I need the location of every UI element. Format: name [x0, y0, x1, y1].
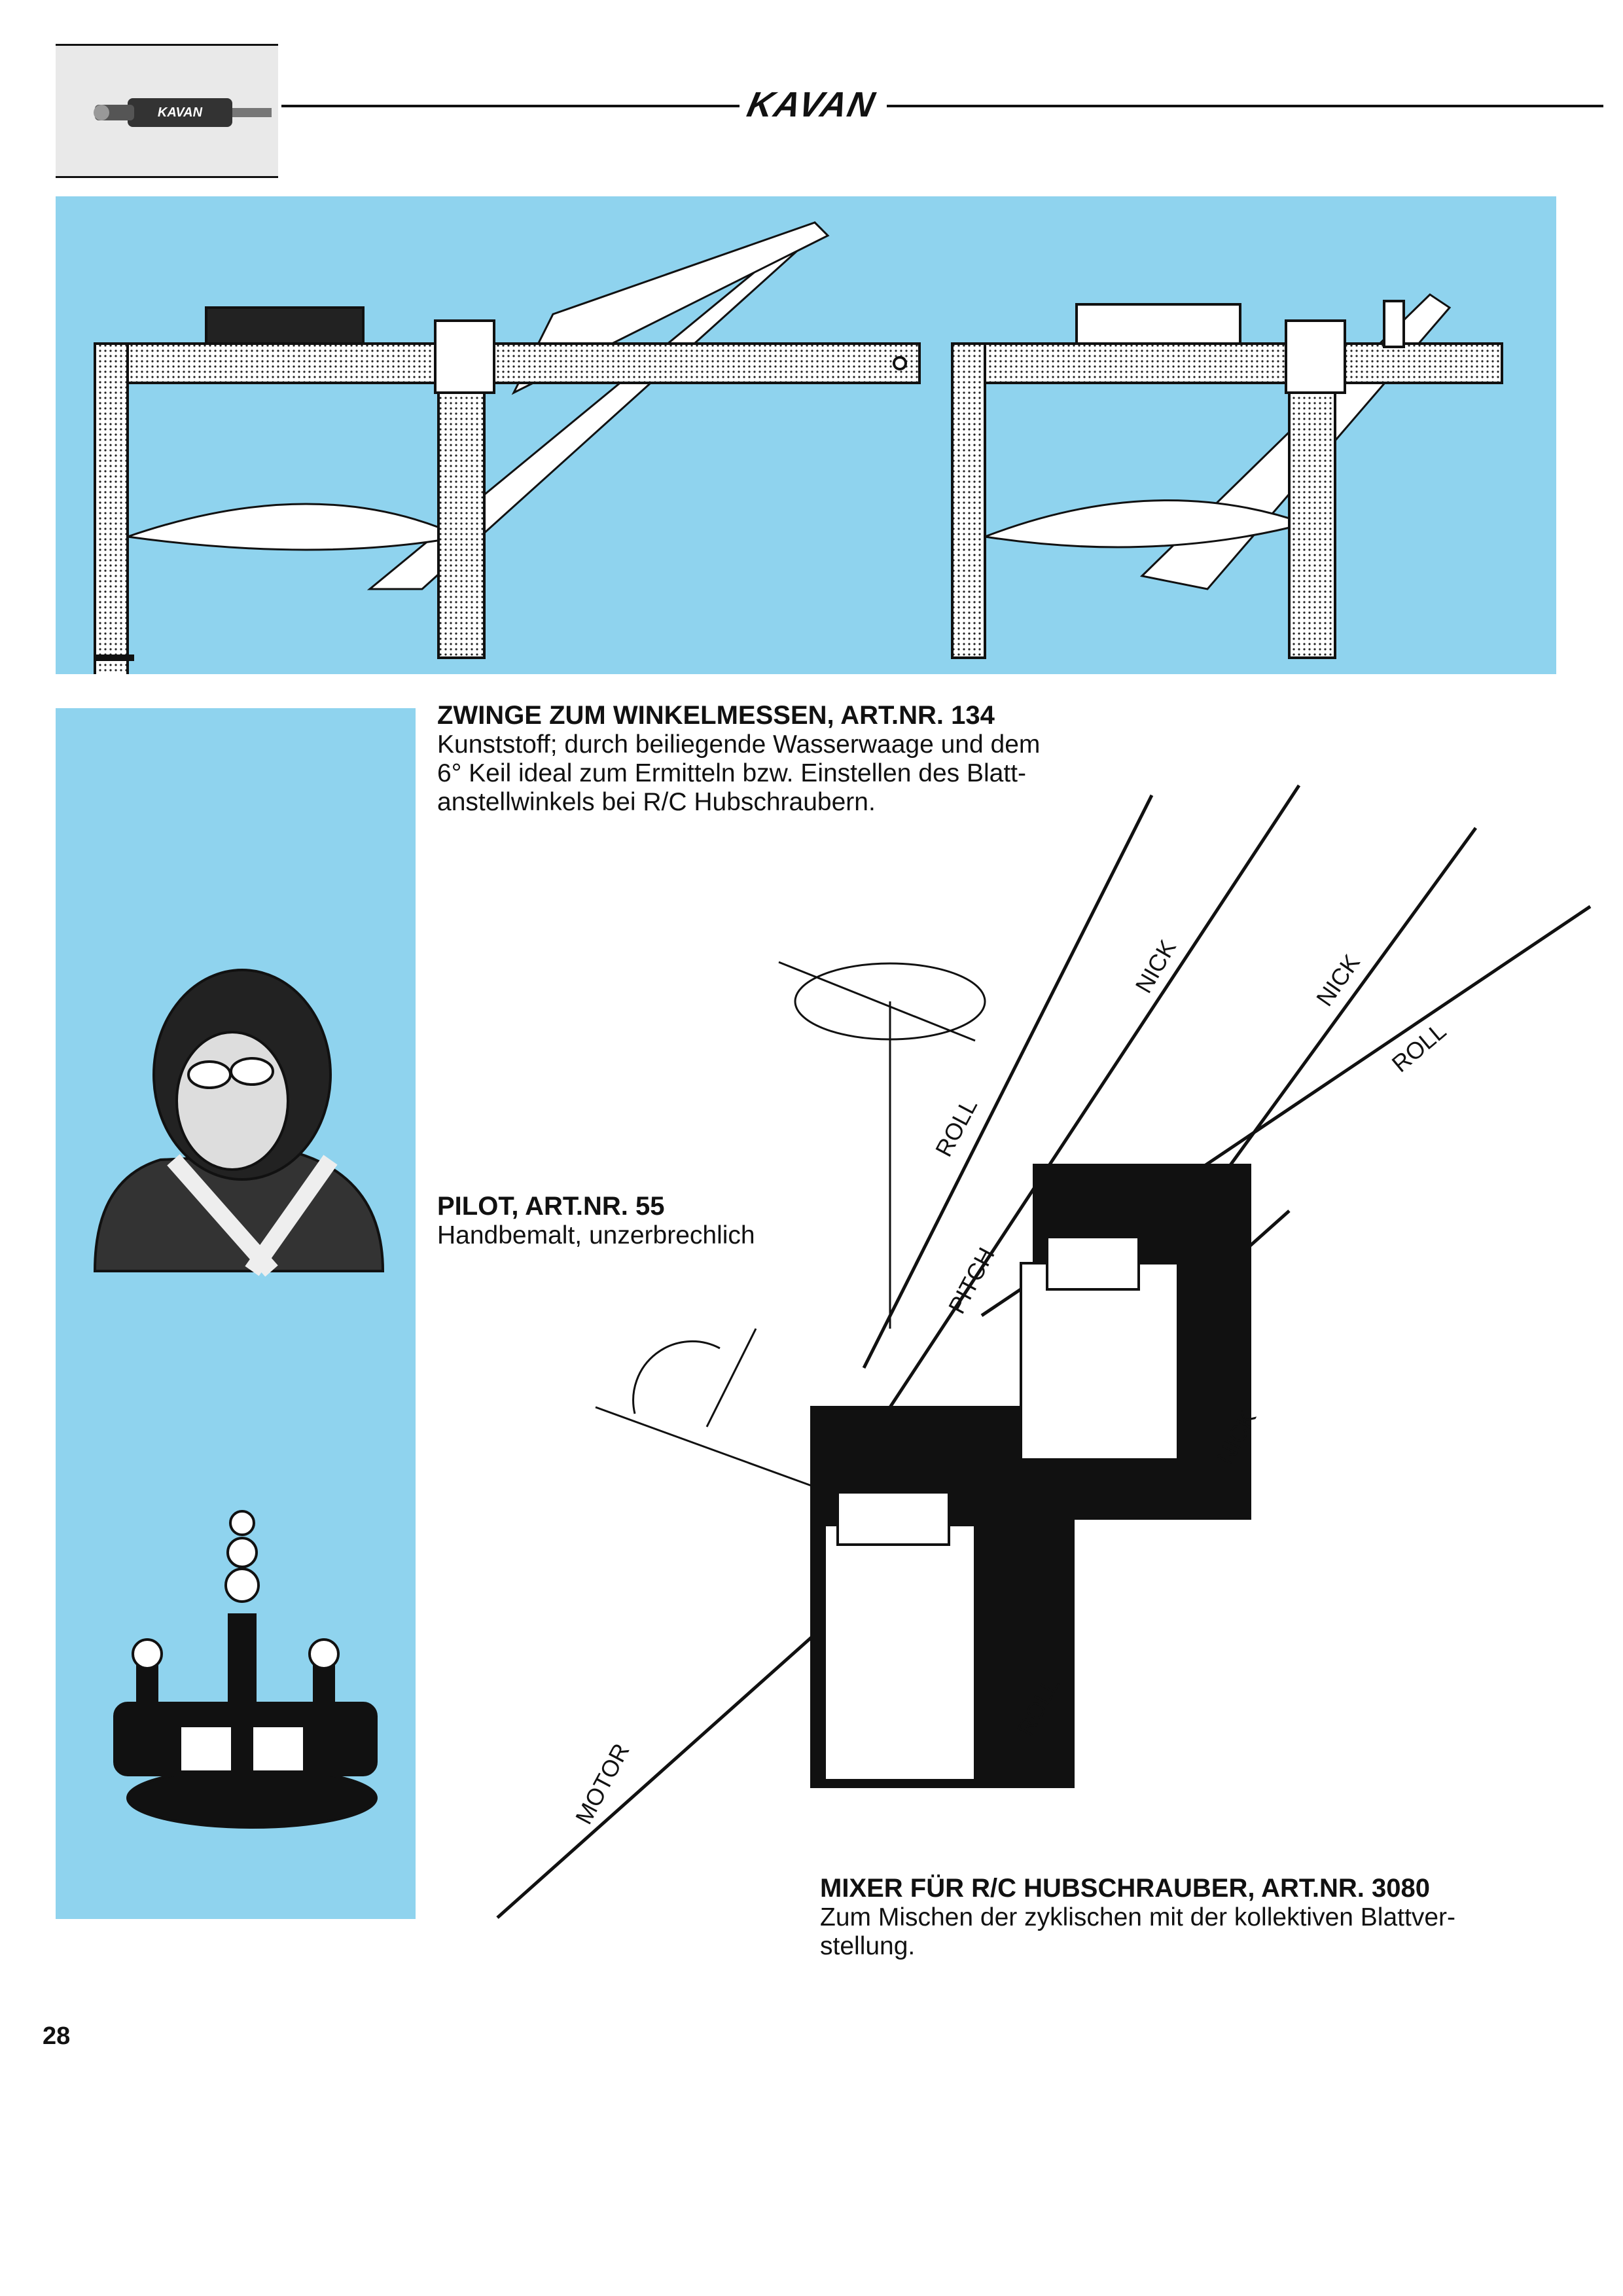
label-nick-2: NICK	[1311, 950, 1365, 1011]
product-mixer: MIXER FÜR R/C HUBSCHRAUBER, ART.NR. 3080…	[820, 1873, 1573, 1961]
label-pitch: PITCH	[943, 1243, 1000, 1318]
label-nick-1: NICK	[1130, 935, 1181, 997]
product-pilot: PILOT, ART.NR. 55 Handbemalt, unzerbrech…	[437, 1191, 895, 1250]
label-motor: MOTOR	[570, 1739, 635, 1829]
clamp-left	[94, 221, 921, 674]
tool-thumbnail-illustration: KAVAN	[94, 98, 272, 127]
pilot-and-mixer-illustration	[93, 969, 385, 1829]
left-products-panel	[56, 708, 416, 1919]
mixer-axes	[595, 961, 986, 1487]
clamp-illustration-panel	[56, 196, 1556, 674]
header-rule-left	[281, 105, 740, 107]
product-pilot-title: PILOT, ART.NR. 55	[437, 1192, 665, 1221]
product-mixer-line-2: stellung.	[820, 1932, 916, 1960]
clamp-right	[951, 293, 1503, 659]
page-number: 28	[43, 2022, 71, 2050]
product-pilot-line-1: Handbemalt, unzerbrechlich	[437, 1221, 755, 1249]
header-thumbnail: KAVAN	[56, 44, 278, 178]
product-clamp-line-2: 6° Keil ideal zum Ermitteln bzw. Einstel…	[437, 759, 1026, 787]
pilot-figure	[93, 969, 385, 1277]
angle-clamp-illustration	[94, 221, 1503, 674]
product-clamp-line-3: anstellwinkels bei R/C Hubschraubern.	[437, 788, 876, 816]
product-clamp: ZWINGE ZUM WINKELMESSEN, ART.NR. 134 Kun…	[437, 700, 1157, 817]
product-clamp-title: ZWINGE ZUM WINKELMESSEN, ART.NR. 134	[437, 701, 995, 730]
mixer-part-figure	[113, 1510, 378, 1829]
header-rule-right	[887, 105, 1603, 107]
product-mixer-line-1: Zum Mischen der zyklischen mit der kolle…	[820, 1903, 1455, 1931]
thumb-logo: KAVAN	[158, 105, 203, 120]
label-roll-2: ROLL	[1387, 1017, 1451, 1077]
product-clamp-line-1: Kunststoff; durch beiliegende Wasserwaag…	[437, 730, 1041, 759]
servo-units	[810, 1164, 1251, 1788]
product-mixer-title: MIXER FÜR R/C HUBSCHRAUBER, ART.NR. 3080	[820, 1874, 1430, 1903]
